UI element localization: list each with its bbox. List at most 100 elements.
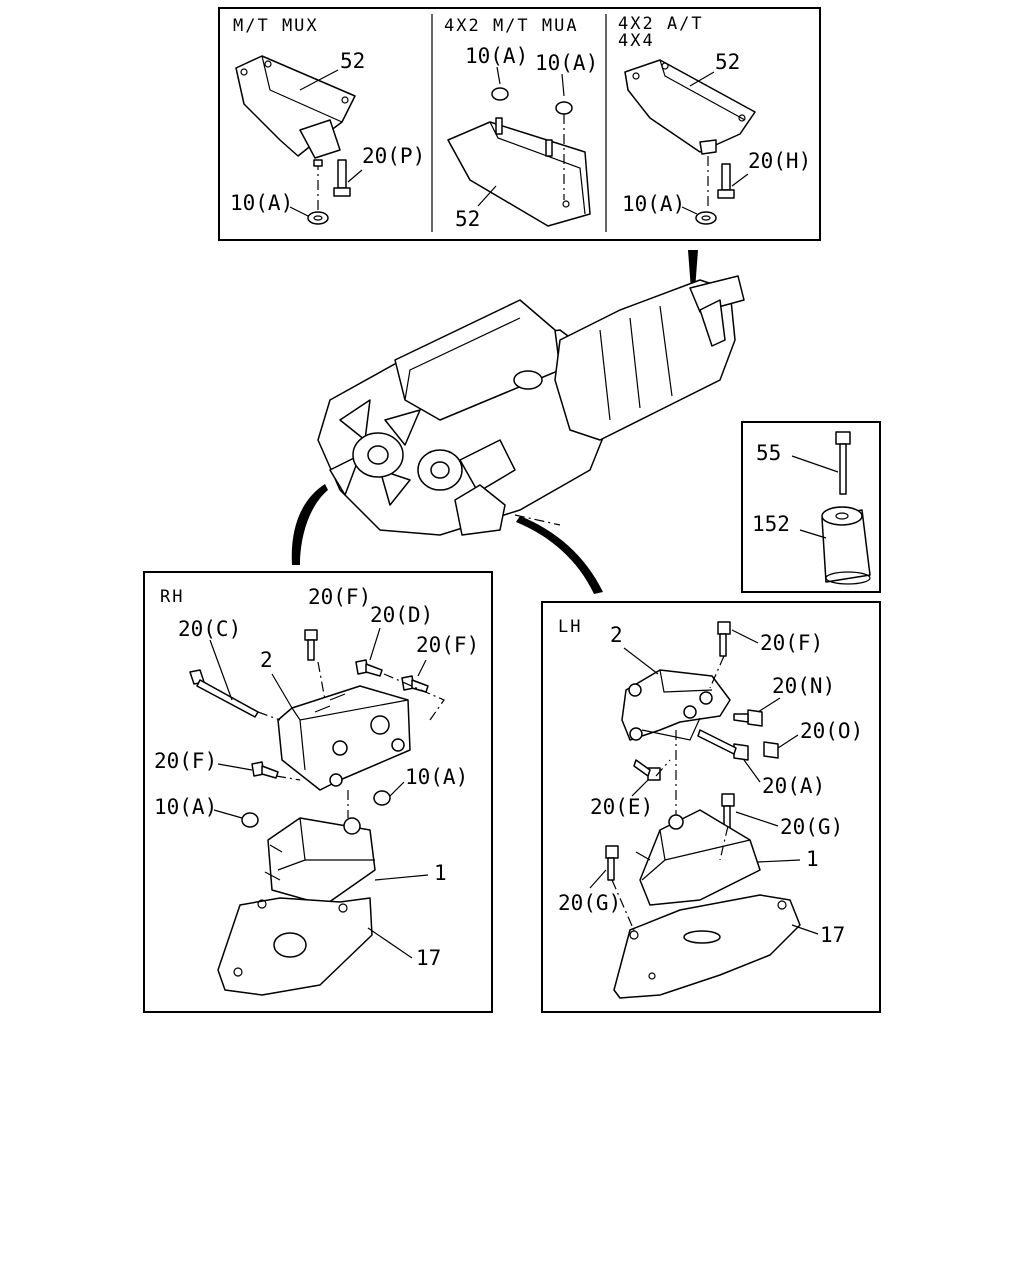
- label-mua-nut-left: 10(A): [465, 44, 528, 68]
- lh-bolt-g-left: [605, 845, 619, 881]
- leader-rh-insulator: [374, 874, 429, 881]
- label-mux-nut: 10(A): [230, 191, 293, 215]
- leader-at-bracket: [689, 71, 715, 87]
- lh-bolt-f: [717, 621, 731, 657]
- pointer-to-lh: [516, 516, 603, 594]
- header-mt-mux: M/T MUX: [233, 16, 319, 36]
- inset-panel: 55 152: [741, 421, 881, 593]
- mux-bracket: [235, 55, 356, 210]
- label-mua-bracket: 52: [455, 207, 480, 231]
- rh-bolt-f-right: [401, 675, 429, 693]
- label-lh-bolt-f: 20(F): [760, 631, 823, 655]
- leader-rh-nut-left: [213, 809, 243, 819]
- lh-bolt-g-right: [721, 793, 735, 829]
- header-4x4: 4X4: [618, 31, 655, 51]
- label-rh-insulator: 1: [434, 861, 447, 885]
- rh-title: RH: [160, 587, 184, 607]
- inset-bolt-55: [835, 431, 851, 495]
- rh-bolt-f-left: [251, 761, 279, 779]
- lh-bolt-a: [697, 729, 749, 761]
- lh-bracket: [621, 669, 731, 741]
- leader-inset-mount: [799, 529, 827, 539]
- label-rh-nut-left: 10(A): [154, 795, 217, 819]
- lh-title: LH: [558, 617, 582, 637]
- leader-lh-bolt-n: [757, 697, 781, 713]
- rh-bolt-c: [189, 669, 259, 718]
- rh-plate: [217, 897, 373, 996]
- rh-panel: RH: [143, 571, 493, 1013]
- label-rh-bolt-f-left: 20(F): [154, 749, 217, 773]
- leader-rh-bolt-f-left: [217, 763, 253, 771]
- leader-lh-bolt-f: [731, 629, 759, 644]
- leader-lh-plate: [791, 924, 819, 935]
- label-inset-mount: 152: [752, 512, 790, 536]
- label-at-bolt: 20(H): [748, 149, 811, 173]
- leader-lh-bolt-a: [743, 759, 761, 783]
- rh-bolt-f-top: [304, 629, 318, 661]
- label-mux-bracket: 52: [340, 49, 365, 73]
- mua-nuts: [491, 87, 573, 115]
- rh-nut-right: [373, 790, 391, 806]
- label-rh-bolt-f-top: 20(F): [308, 585, 371, 609]
- top-variants-panel: M/T MUX 4X2 M/T MUA 4X2 A/T 4X4 52 20(P)…: [218, 7, 821, 241]
- leader-mux-bolt: [347, 169, 363, 183]
- leader-rh-nut-right: [389, 781, 405, 797]
- label-rh-plate: 17: [416, 946, 441, 970]
- leader-rh-bolt-d: [369, 627, 381, 661]
- rh-panel-frame: [143, 571, 493, 1013]
- header-4x2-at: 4X2 A/T: [618, 14, 704, 34]
- at-bolt: [717, 163, 735, 199]
- leader-at-nut: [681, 206, 698, 215]
- label-lh-bolt-e: 20(E): [590, 795, 653, 819]
- at-nut: [695, 211, 717, 225]
- rh-bracket: [277, 685, 411, 791]
- rh-nut-left: [241, 812, 259, 828]
- lh-bolt-o: [763, 741, 779, 759]
- lh-panel-frame: [541, 601, 881, 1013]
- leader-inset-bolt: [791, 455, 839, 473]
- label-rh-bolt-f-right: 20(F): [416, 633, 479, 657]
- label-at-bracket: 52: [715, 50, 740, 74]
- leader-lh-bracket: [623, 647, 659, 675]
- leader-lh-bolt-g-right: [735, 811, 779, 827]
- label-lh-bolt-g-left: 20(G): [558, 891, 621, 915]
- label-at-nut: 10(A): [622, 192, 685, 216]
- lh-insulator: [635, 730, 761, 906]
- inset-panel-frame: [741, 421, 881, 593]
- mux-nut: [307, 211, 329, 225]
- label-lh-insulator: 1: [806, 847, 819, 871]
- leader-rh-bolt-f-right: [417, 659, 427, 677]
- lh-bolt-n: [733, 709, 763, 727]
- pointer-to-rh: [291, 484, 328, 565]
- leader-lh-insulator: [757, 859, 801, 863]
- leader-lh-bolt-g-left: [589, 869, 607, 889]
- rh-insulator: [264, 790, 376, 906]
- leader-mua-nut-left: [496, 66, 501, 85]
- rh-bolt-d: [355, 659, 383, 677]
- at-bracket: [624, 59, 756, 206]
- top-panel-frame: [218, 7, 821, 241]
- label-rh-bracket: 2: [260, 648, 273, 672]
- lh-plate: [613, 894, 801, 999]
- label-lh-bolt-a: 20(A): [762, 774, 825, 798]
- leader-mua-nut-right: [561, 73, 565, 97]
- leader-mua-bracket: [477, 185, 497, 207]
- inset-mount-152: [821, 506, 871, 585]
- header-4x2-mt-mua: 4X2 M/T MUA: [444, 16, 579, 36]
- label-lh-plate: 17: [820, 923, 845, 947]
- leader-lh-bolt-e: [631, 779, 649, 797]
- leader-rh-bolt-c: [209, 639, 233, 701]
- label-lh-bolt-n: 20(N): [772, 674, 835, 698]
- label-mua-nut-right: 10(A): [535, 51, 598, 75]
- leader-rh-plate: [367, 927, 413, 959]
- pointer-top-to-transmission: [688, 250, 698, 290]
- lh-panel: LH: [541, 601, 881, 1013]
- leader-mux-nut: [289, 206, 309, 217]
- label-rh-bolt-d: 20(D): [370, 603, 433, 627]
- label-lh-bolt-g-right: 20(G): [780, 815, 843, 839]
- leader-at-bolt: [731, 173, 749, 187]
- label-inset-bolt: 55: [756, 441, 781, 465]
- engine-fan: [329, 399, 421, 506]
- label-mux-bolt: 20(P): [362, 144, 425, 168]
